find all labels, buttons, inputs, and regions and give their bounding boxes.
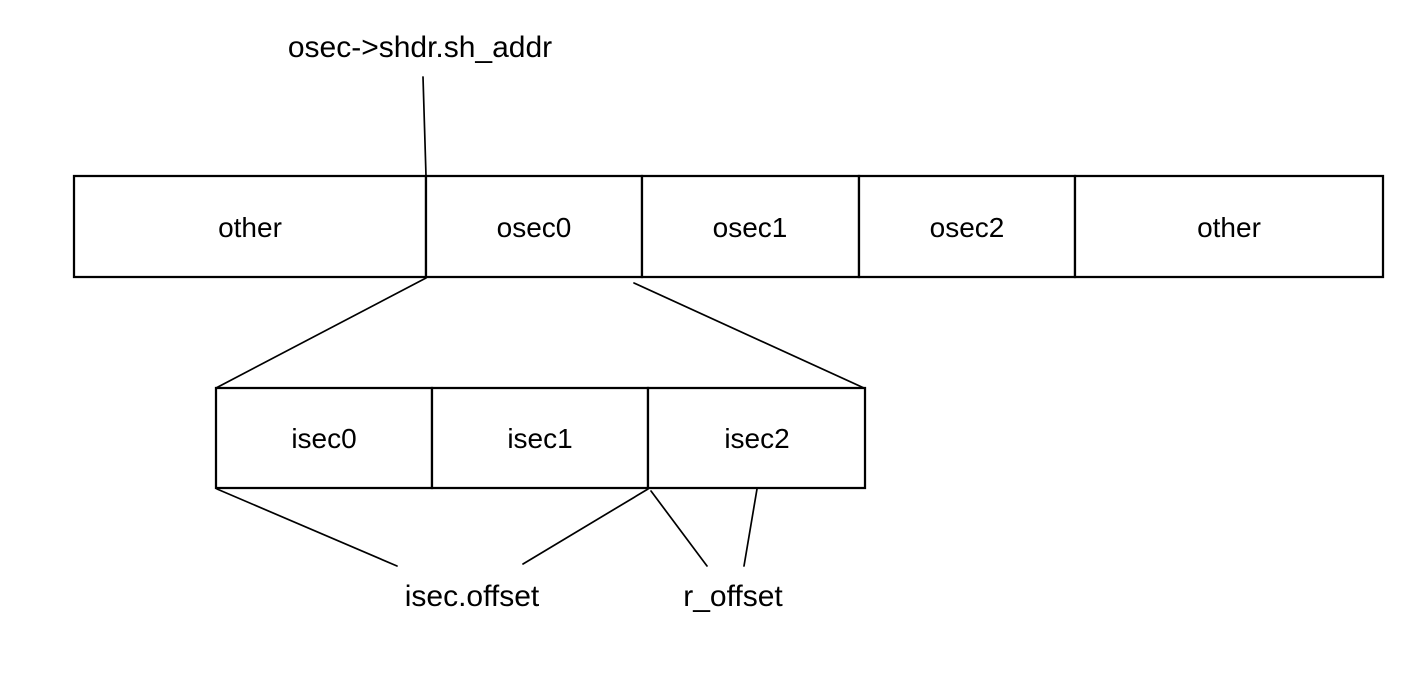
inner-segment-label-isec2: isec2 xyxy=(724,423,789,454)
isec-offset-leader-left xyxy=(216,488,398,567)
sh-addr-leader-line xyxy=(422,76,427,177)
inner-segment-label-isec1: isec1 xyxy=(507,423,572,454)
outer-segment-other-left xyxy=(72,174,428,279)
sh-addr-label: osec->shdr.sh_addr xyxy=(288,31,552,64)
input-sections-bar: isec0 isec1 isec2 xyxy=(214,386,867,490)
inner-segment-label-isec0: isec0 xyxy=(291,423,356,454)
r-offset-label: r_offset xyxy=(683,580,783,613)
outer-segment-label-other-left: other xyxy=(218,212,282,243)
isec-offset-leader-right xyxy=(522,488,649,565)
outer-segment-label-osec1: osec1 xyxy=(713,212,788,243)
outer-segment-label-other-right: other xyxy=(1197,212,1261,243)
inner-segment-isec1 xyxy=(430,386,650,490)
outer-segment-label-osec2: osec2 xyxy=(930,212,1005,243)
fan-line-left xyxy=(215,277,427,389)
outer-segment-label-osec0: osec0 xyxy=(497,212,572,243)
r-offset-leader-right xyxy=(743,488,758,567)
inner-segment-isec0 xyxy=(214,386,434,490)
outer-segment-other-right xyxy=(1073,174,1385,279)
isec-offset-label: isec.offset xyxy=(405,580,540,613)
outer-segment-osec0 xyxy=(424,174,644,279)
fan-line-right xyxy=(633,282,865,389)
outer-segment-osec1 xyxy=(640,174,861,279)
r-offset-leader-left xyxy=(650,490,708,567)
inner-segment-isec2 xyxy=(646,386,867,490)
output-sections-bar: other osec0 osec1 osec2 other xyxy=(72,174,1385,279)
